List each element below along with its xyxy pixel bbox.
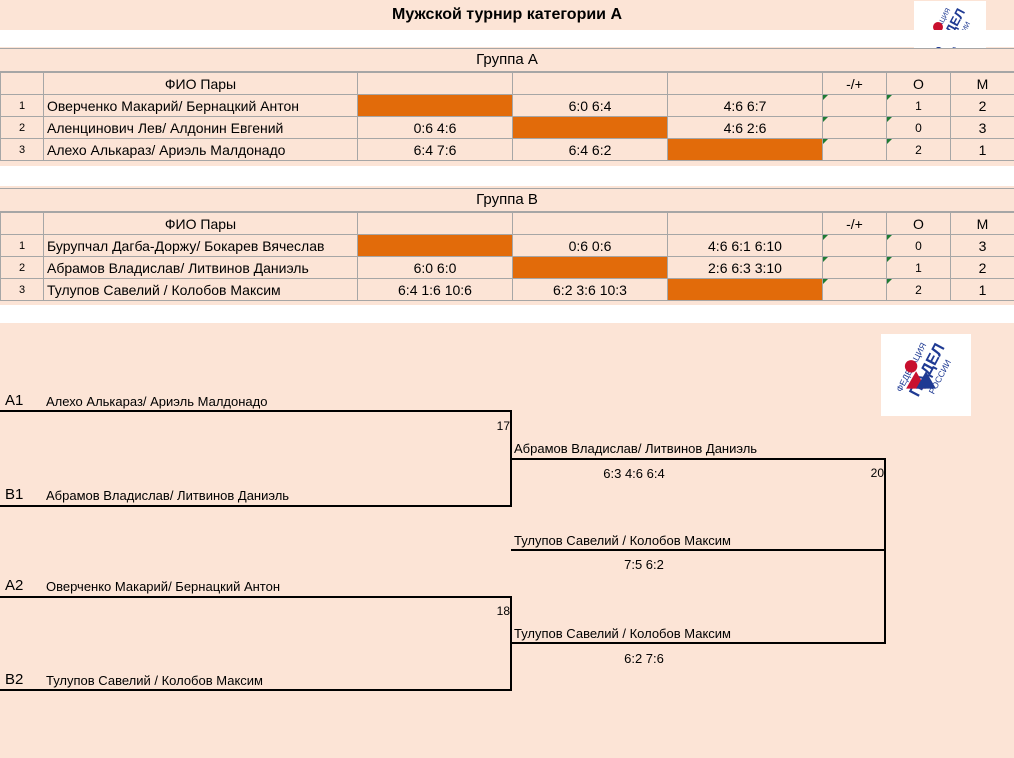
table-header-row: ФИО Пары -/+ О М bbox=[0, 212, 1014, 235]
self-cell bbox=[357, 94, 513, 117]
seed-b1: В1 bbox=[5, 486, 24, 503]
match-number: 17 bbox=[496, 419, 510, 433]
pair-name: Оверченко Макарий/ Бернацкий Антон bbox=[43, 94, 358, 117]
spacer-row bbox=[0, 166, 1014, 186]
table-row: 2 Абрамов Владислав/ Литвинов Даниэль 6:… bbox=[0, 256, 1014, 279]
header-name: ФИО Пары bbox=[43, 212, 358, 235]
pair-name: Абрамов Владислав/ Литвинов Даниэль bbox=[43, 256, 358, 279]
table-row: 3 Тулупов Савелий / Колобов Максим 6:4 1… bbox=[0, 278, 1014, 301]
header-points: О bbox=[886, 212, 951, 235]
bracket-line bbox=[511, 549, 886, 551]
bracket-pair: Тулупов Савелий / Колобов Максим bbox=[46, 673, 263, 688]
table-row: 1 Бурупчал Дагба-Доржу/ Бокарев Вячеслав… bbox=[0, 234, 1014, 257]
header-points: О bbox=[886, 72, 951, 95]
spacer-row bbox=[0, 30, 1014, 47]
table-row: 3 Алехо Алькараз/ Ариэль Малдонадо 6:4 7… bbox=[0, 138, 1014, 161]
bracket-line bbox=[0, 689, 512, 691]
header-place: М bbox=[950, 72, 1014, 95]
self-cell bbox=[667, 138, 823, 161]
self-cell bbox=[357, 234, 513, 257]
header-diff: -/+ bbox=[822, 72, 887, 95]
group-b-title: Группа В bbox=[0, 188, 1014, 212]
bracket-winner: Тулупов Савелий / Колобов Максим bbox=[514, 533, 731, 548]
self-cell bbox=[512, 256, 668, 279]
bracket-winner: Абрамов Владислав/ Литвинов Даниэль bbox=[514, 441, 758, 456]
table-row: 2 Аленцинович Лев/ Алдонин Евгений 0:6 4… bbox=[0, 116, 1014, 139]
pair-name: Алехо Алькараз/ Ариэль Малдонадо bbox=[43, 138, 358, 161]
spacer-row bbox=[0, 305, 1014, 323]
header-place: М bbox=[950, 212, 1014, 235]
pair-name: Бурупчал Дагба-Доржу/ Бокарев Вячеслав bbox=[43, 234, 358, 257]
match-score: 6:3 4:6 6:4 bbox=[603, 466, 665, 481]
group-a-table: ФИО Пары -/+ О М 1 Оверченко Макарий/ Бе… bbox=[0, 72, 1014, 161]
bracket-winner: Тулупов Савелий / Колобов Максим bbox=[514, 626, 731, 641]
bracket-pair: Алехо Алькараз/ Ариэль Малдонадо bbox=[46, 394, 268, 409]
padel-logo-icon: ФЕДЕРАЦИЯ ПАДЕЛ РОССИИ bbox=[881, 334, 971, 416]
match-score: 7:5 6:2 bbox=[624, 557, 664, 572]
page-title: Мужской турнир категории А bbox=[391, 6, 623, 23]
group-a-title: Группа А bbox=[0, 48, 1014, 72]
self-cell bbox=[667, 278, 823, 301]
pair-name: Аленцинович Лев/ Алдонин Евгений bbox=[43, 116, 358, 139]
match-score: 6:2 7:6 bbox=[624, 651, 664, 666]
group-b-table: ФИО Пары -/+ О М 1 Бурупчал Дагба-Доржу/… bbox=[0, 212, 1014, 301]
bracket-line bbox=[0, 596, 512, 598]
federation-logo: ФЕДЕРАЦИЯ ПАДЕЛ РОССИИ bbox=[881, 334, 971, 416]
bracket-line bbox=[884, 458, 886, 644]
seed-a2: А2 bbox=[5, 577, 24, 594]
table-header-row: ФИО Пары -/+ О М bbox=[0, 72, 1014, 95]
match-number: 20 bbox=[870, 466, 884, 480]
table-row: 1 Оверченко Макарий/ Бернацкий Антон 6:0… bbox=[0, 94, 1014, 117]
pair-name: Тулупов Савелий / Колобов Максим bbox=[43, 278, 358, 301]
bracket-line bbox=[0, 410, 512, 412]
match-number: 18 bbox=[496, 604, 510, 618]
seed-b2: В2 bbox=[5, 671, 24, 688]
seed-a1: А1 bbox=[5, 392, 24, 409]
self-cell bbox=[512, 116, 668, 139]
bracket-pair: Абрамов Владислав/ Литвинов Даниэль bbox=[46, 488, 290, 503]
bracket-line bbox=[510, 596, 512, 691]
header-diff: -/+ bbox=[822, 212, 887, 235]
bracket-line bbox=[0, 505, 512, 507]
bracket-line bbox=[511, 642, 886, 644]
bracket-pair: Оверченко Макарий/ Бернацкий Антон bbox=[46, 579, 281, 594]
header-name: ФИО Пары bbox=[43, 72, 358, 95]
bracket-line bbox=[511, 458, 886, 460]
